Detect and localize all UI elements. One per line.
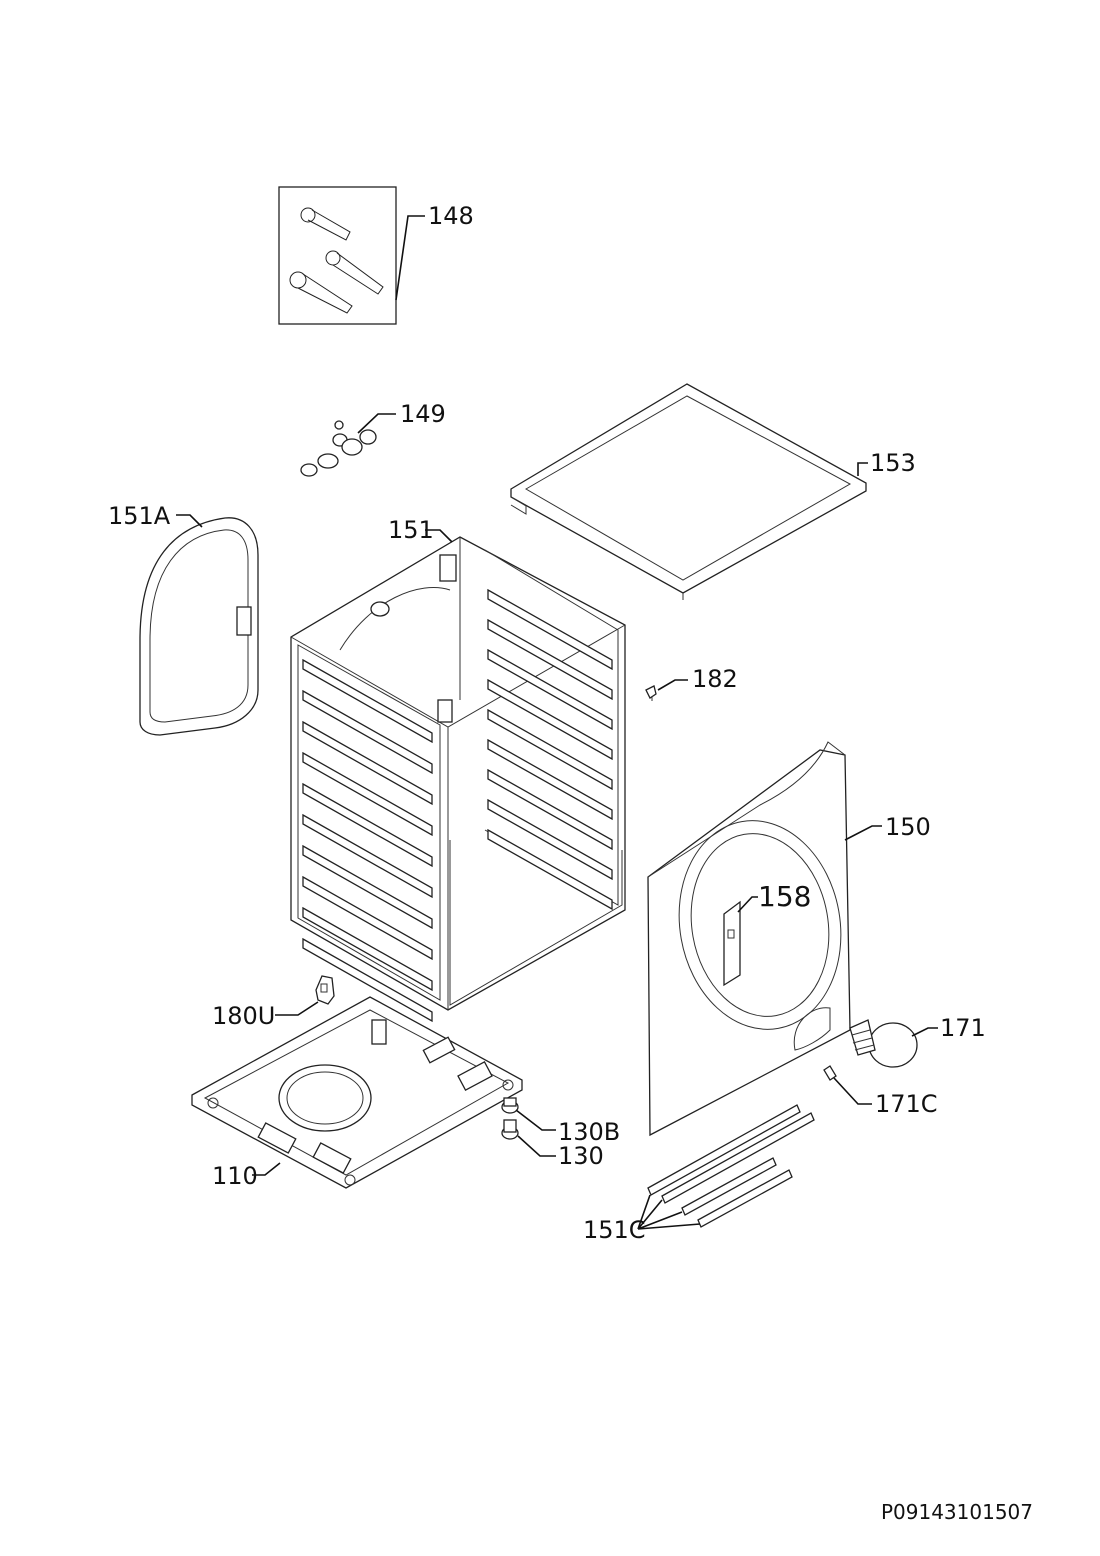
cabinet-rib [487, 828, 613, 911]
diagram-reference-code: P09143101507 [880, 1500, 1033, 1524]
part-130B-foot[interactable] [501, 1097, 519, 1114]
cabinet-rib [487, 768, 613, 851]
cabinet-rib [302, 844, 433, 930]
part-151-cabinet[interactable] [290, 536, 626, 1023]
label-171C: 171C [875, 1090, 938, 1118]
cabinet-rib [302, 937, 433, 1023]
part-130-foot[interactable] [501, 1119, 519, 1140]
label-153: 153 [870, 449, 916, 477]
cabinet-rib [302, 875, 433, 961]
cabinet-rib [302, 813, 433, 899]
part-182-screw[interactable] [645, 685, 657, 701]
part-110-base[interactable] [191, 996, 523, 1189]
part-171-flap[interactable] [849, 1019, 918, 1068]
cabinet-rib [487, 618, 613, 701]
cabinet-rib [487, 738, 613, 821]
label-182: 182 [692, 665, 738, 693]
cabinet-rib [487, 708, 613, 791]
label-158: 158 [758, 880, 811, 913]
part-153-top-panel[interactable] [510, 383, 867, 600]
cabinet-rib [487, 798, 613, 881]
label-171: 171 [940, 1014, 986, 1042]
part-180U-clip[interactable] [315, 975, 335, 1005]
cabinet-rib [487, 588, 613, 671]
part-148-transport-bolts[interactable] [278, 186, 397, 325]
label-110: 110 [212, 1162, 258, 1190]
part-149-washers[interactable] [300, 420, 377, 477]
cabinet-rib [302, 906, 433, 992]
part-150-front-panel[interactable] [647, 741, 857, 1137]
cabinet-rib [302, 751, 433, 837]
label-130: 130 [558, 1142, 604, 1170]
part-158-lever[interactable] [723, 900, 741, 987]
label-151: 151 [388, 516, 434, 544]
label-149: 149 [400, 400, 446, 428]
label-130B: 130B [558, 1118, 620, 1146]
cabinet-rib [302, 689, 433, 775]
cabinet-rib [302, 782, 433, 868]
part-151A-seal-frame[interactable] [139, 517, 259, 736]
cabinet-rib [487, 678, 613, 761]
label-180U: 180U [212, 1002, 275, 1030]
label-151C: 151C [583, 1216, 646, 1244]
label-151A: 151A [108, 502, 171, 530]
cabinet-rib [302, 658, 433, 744]
label-150: 150 [885, 813, 931, 841]
cabinet-rib [302, 720, 433, 806]
part-171C-pin[interactable] [823, 1065, 837, 1081]
label-148: 148 [428, 202, 474, 230]
cabinet-rib [487, 648, 613, 731]
